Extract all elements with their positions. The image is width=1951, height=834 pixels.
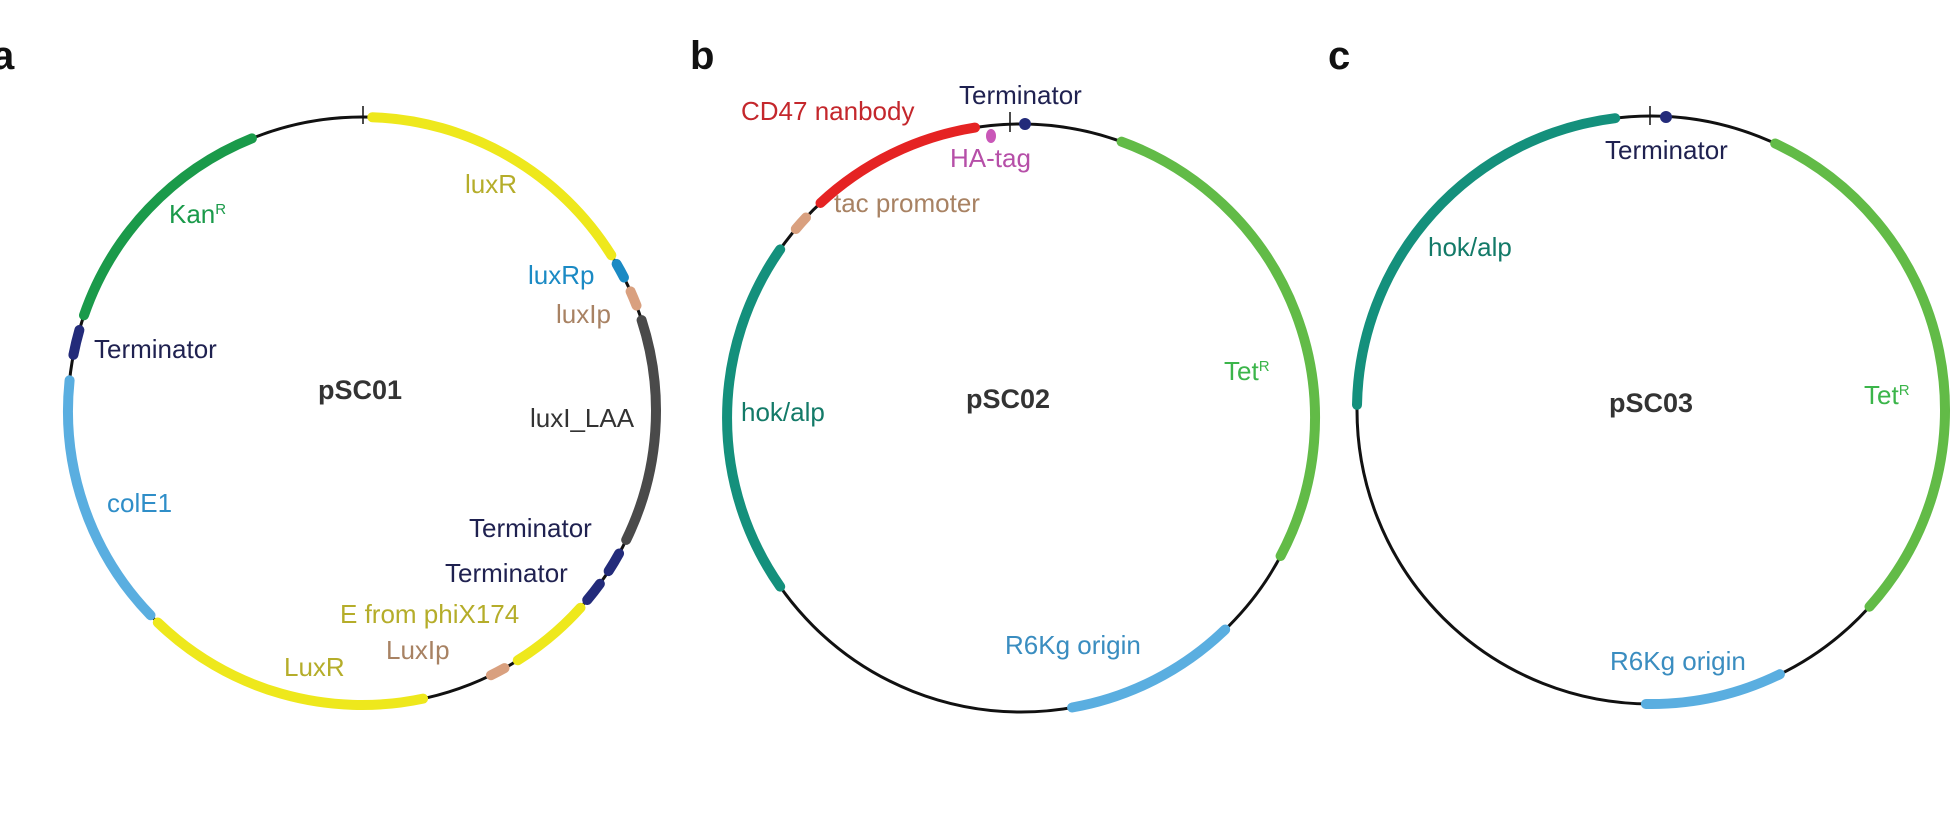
tac-promoter-feature (790, 212, 811, 234)
luxIp-feature (625, 286, 642, 311)
kanR-feature (79, 133, 257, 321)
luxRp-feature (611, 259, 629, 283)
panel-a: a pSC01 KanR luxR luxRp luxIp Terminator… (0, 34, 661, 710)
terminator-feature-2 (582, 578, 605, 605)
label-luxR: luxR (465, 169, 517, 199)
terminator-dot-b (1019, 118, 1031, 130)
hok-alp-feature (722, 244, 786, 592)
label-tac-promoter: tac promoter (834, 188, 980, 218)
r6kg-origin-feature (1067, 624, 1231, 713)
luxIp-bottom-feature (485, 663, 510, 681)
label-terminator-c: Terminator (1605, 135, 1728, 165)
label-terminator-b: Terminator (959, 80, 1082, 110)
panel-b: b pSC02 CD47 nanbody Terminator HA-tag t… (690, 34, 1320, 714)
label-hok-alp-b: hok/alp (741, 397, 825, 427)
plasmid-name-pSC02: pSC02 (966, 384, 1050, 414)
r6kg-origin-feature-c (1640, 669, 1785, 710)
luxR-bottom-feature (152, 617, 429, 710)
ha-tag-dot (986, 129, 996, 143)
cd47-nanobody-feature (815, 122, 980, 208)
hok-alp-feature-c (1352, 113, 1621, 410)
label-r6kg-c: R6Kg origin (1610, 646, 1746, 676)
label-terminator-r2: Terminator (445, 558, 568, 588)
label-r6kg-b: R6Kg origin (1005, 630, 1141, 660)
label-tetR-b: TetR (1224, 356, 1270, 386)
panel-letter-c: c (1328, 34, 1350, 78)
label-e-phix174: E from phiX174 (340, 599, 519, 629)
label-colE1: colE1 (107, 488, 172, 518)
terminator-left-feature (68, 325, 85, 360)
label-cd47-nanobody: CD47 nanbody (741, 96, 914, 126)
label-kanR-sup: R (215, 201, 226, 218)
label-tetR-c-main: Tet (1864, 380, 1899, 410)
label-kanR: KanR (169, 199, 226, 229)
label-tetR-c-sup: R (1899, 382, 1910, 399)
plasmid-name-pSC01: pSC01 (318, 375, 402, 405)
label-luxIp-bottom: LuxIp (386, 635, 450, 665)
label-terminator-r1: Terminator (469, 513, 592, 543)
label-luxR-bottom: LuxR (284, 652, 345, 682)
label-luxI-LAA: luxI_LAA (530, 403, 635, 433)
label-hok-alp-c: hok/alp (1428, 232, 1512, 262)
label-kanR-main: Kan (169, 199, 215, 229)
label-tetR-c: TetR (1864, 380, 1910, 410)
panel-letter-a: a (0, 34, 15, 78)
terminator-dot-c (1660, 111, 1672, 123)
luxR-feature (367, 112, 617, 261)
label-luxRp: luxRp (528, 260, 594, 290)
e-phix174-feature (512, 602, 586, 666)
luxI-LAA-feature (621, 315, 661, 545)
panel-letter-b: b (690, 34, 714, 78)
label-tetR-b-main: Tet (1224, 356, 1259, 386)
label-luxIp: luxIp (556, 299, 611, 329)
tetR-feature-c (1770, 138, 1950, 612)
label-tetR-b-sup: R (1259, 358, 1270, 375)
tetR-feature (1116, 136, 1320, 561)
plasmid-name-pSC03: pSC03 (1609, 388, 1693, 418)
label-terminator-left: Terminator (94, 334, 217, 364)
terminator-feature-1 (603, 548, 625, 577)
label-ha-tag: HA-tag (950, 143, 1031, 173)
colE1-feature (63, 375, 156, 621)
panel-c: c pSC03 Terminator hok/alp TetR R6Kg ori… (1328, 34, 1950, 710)
